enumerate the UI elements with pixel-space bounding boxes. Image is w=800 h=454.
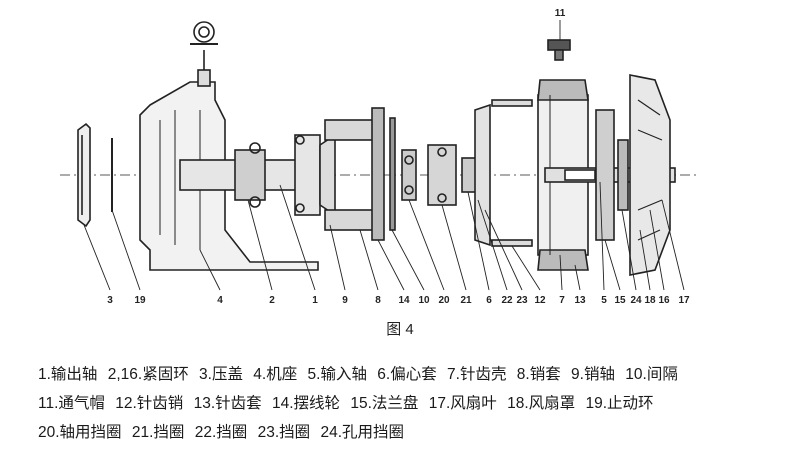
callout-label: 1: [312, 295, 318, 306]
callout-label: 14: [398, 295, 410, 306]
part-fan-and-cover: [629, 74, 671, 276]
part-machine-base: [139, 50, 319, 271]
callout-label: 19: [134, 295, 146, 306]
legend-item: 17.风扇叶: [428, 395, 497, 412]
figure-caption: 图 4: [386, 321, 414, 338]
callout-label: 5: [601, 295, 607, 306]
legend-item: 18.风扇罩: [507, 395, 576, 412]
legend-item: 9.销轴: [571, 366, 615, 383]
callout-label: 7: [559, 295, 565, 306]
callout-label: 4: [217, 295, 223, 306]
callout-label: 16: [658, 295, 670, 306]
callout-label: 22: [501, 295, 513, 306]
legend-item: 5.输入轴: [307, 366, 367, 383]
legend-item: 12.针齿销: [115, 395, 184, 412]
legend-item: 1.输出轴: [38, 366, 98, 383]
legend-item: 21.挡圈: [131, 424, 185, 441]
legend-item: 19.止动环: [585, 395, 654, 412]
part-pressure-cover: [77, 122, 91, 228]
callout-label: 20: [438, 295, 450, 306]
part-output-shaft: [179, 142, 301, 208]
callout-label: 12: [534, 295, 546, 306]
legend-item: 4.机座: [253, 366, 298, 383]
callout-label: 21: [460, 295, 472, 306]
callout-label: 8: [375, 295, 381, 306]
part-spacer: [389, 117, 396, 231]
callout-label: 11: [555, 8, 566, 19]
callout-label: 3: [107, 295, 113, 306]
legend-item: 11.通气帽: [38, 395, 105, 412]
legend-item: 22.挡圈: [194, 424, 248, 441]
part-retaining-rings: [401, 144, 457, 206]
lifting-eye-bolt: [190, 21, 218, 45]
legend-line-2: 11.通气帽 12.针齿销 13.针齿套 14.摆线轮 15.法兰盘 17.风扇…: [38, 391, 798, 417]
part-hole-retaining-ring: [617, 139, 629, 211]
legend-item: 15.法兰盘: [350, 395, 419, 412]
legend-item: 2,16.紧固环: [107, 366, 189, 383]
callout-label: 18: [644, 295, 656, 306]
legend-item: 6.偏心套: [377, 366, 437, 383]
legend-item: 23.挡圈: [257, 424, 311, 441]
callout-label: 23: [516, 295, 528, 306]
callout-label: 2: [269, 295, 275, 306]
legend-item: 14.摆线轮: [271, 395, 341, 412]
callout-label: 6: [486, 295, 492, 306]
part-cycloid-disc: [371, 107, 385, 241]
legend-item: 8.销套: [516, 366, 561, 383]
legend-line-1: 1.输出轴 2,16.紧固环 3.压盖 4.机座 5.输入轴 6.偏心套 7.针…: [38, 362, 798, 388]
callout-label: 10: [418, 295, 430, 306]
part-pin-shaft-assembly: [294, 119, 376, 231]
callout-label: 13: [574, 295, 586, 306]
legend-item: 7.针齿壳: [447, 366, 507, 383]
legend-item: 13.针齿套: [193, 395, 262, 412]
part-flange-plate: [595, 109, 615, 241]
part-pin-gear-pins: [474, 99, 533, 247]
legend-line-3: 20.轴用挡圈 21.挡圈 22.挡圈 23.挡圈 24.孔用挡圈: [38, 420, 798, 446]
legend-item: 3.压盖: [199, 366, 243, 383]
callout-label: 15: [614, 295, 626, 306]
part-eccentric-sleeve: [461, 157, 477, 193]
exploded-assembly-drawing: 3 19 4 2 1 9 8 14 10 20 21 6 22 23 12 7 …: [60, 8, 700, 306]
callout-label: 24: [630, 295, 642, 306]
legend-item: 20.轴用挡圈: [38, 424, 122, 441]
legend-item: 24.孔用挡圈: [320, 424, 405, 441]
callout-label: 9: [342, 295, 348, 306]
callout-label: 17: [678, 295, 690, 306]
legend-item: 10.间隔: [625, 366, 678, 383]
callout-labels: 3 19 4 2 1 9 8 14 10 20 21 6 22 23 12 7 …: [107, 8, 690, 306]
part-breather-cap: [547, 39, 571, 61]
leader-lines: [83, 20, 685, 291]
